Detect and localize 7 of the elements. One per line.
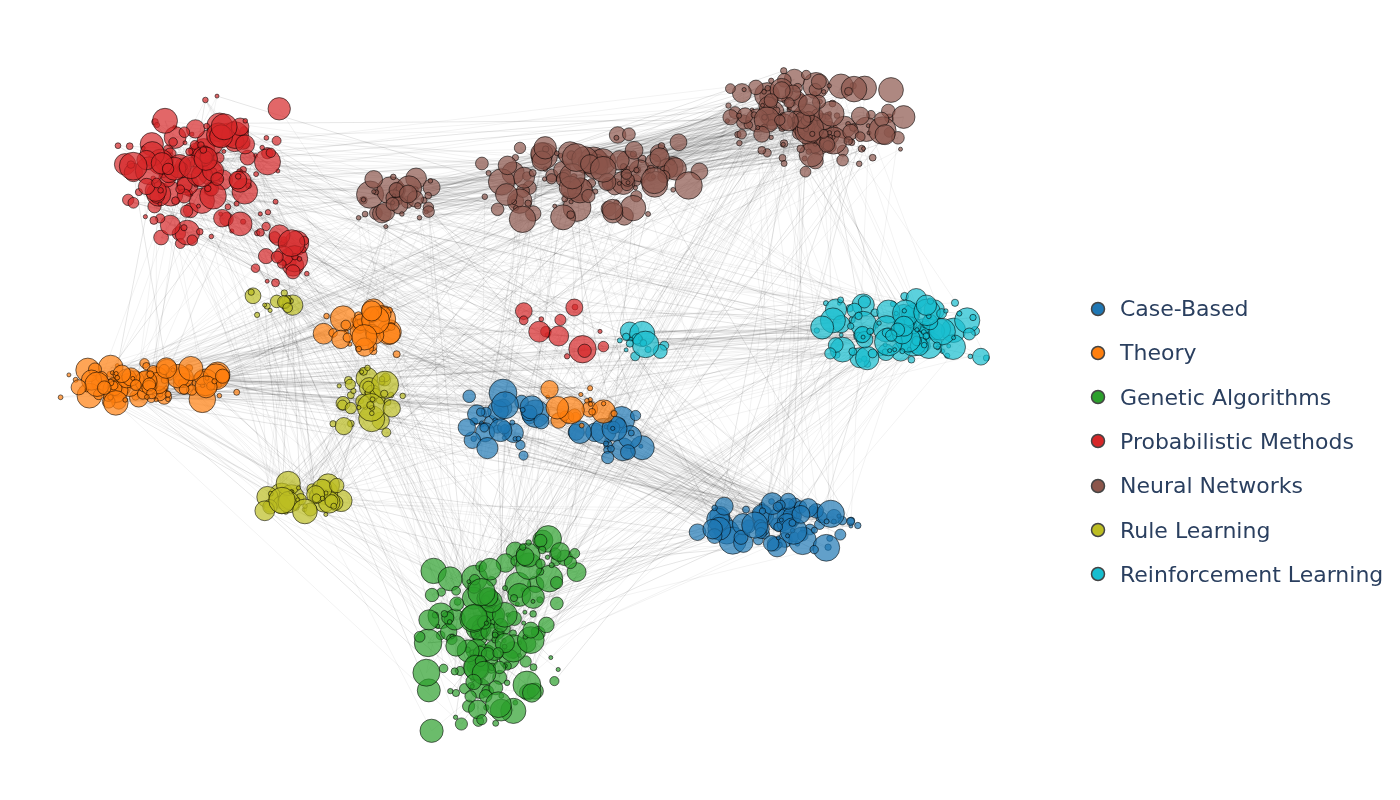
legend-label: Probabilistic Methods bbox=[1120, 428, 1354, 454]
legend-label: Genetic Algorithms bbox=[1120, 384, 1332, 410]
legend-label: Theory bbox=[1120, 340, 1197, 366]
legend-label: Case-Based bbox=[1120, 296, 1249, 321]
legend-label: Neural Networks bbox=[1120, 473, 1303, 499]
legend-label: Rule Learning bbox=[1120, 517, 1271, 543]
legend-label: Reinforcement Learning bbox=[1120, 561, 1384, 587]
